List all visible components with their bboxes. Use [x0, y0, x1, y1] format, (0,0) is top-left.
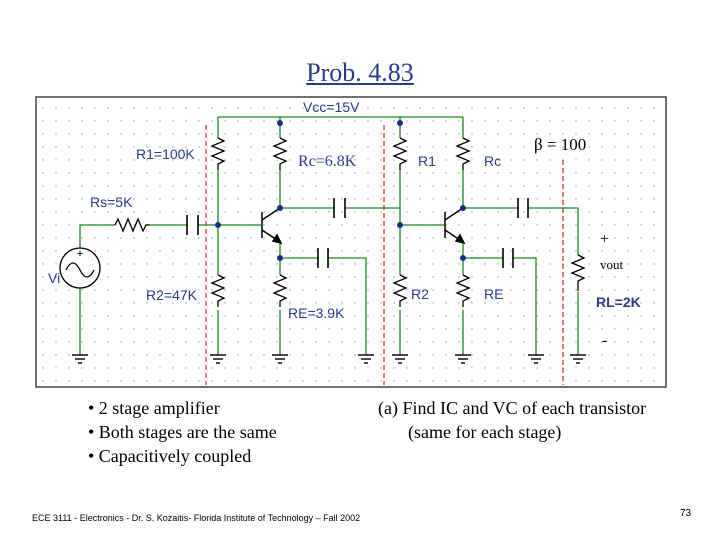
slide-title: Prob. 4.83	[306, 58, 414, 87]
transistor-q1	[261, 207, 283, 245]
ac-source	[59, 247, 101, 289]
vcc-label: Vcc=15V	[303, 99, 360, 115]
re-stage1-label: RE=3.9K	[288, 305, 345, 321]
bullet-list: • 2 stage amplifier • Both stages are th…	[88, 396, 277, 468]
task-line-1: (a) Find IC and VC of each transistor	[378, 398, 647, 418]
bullet-item: • Capacitively coupled	[88, 446, 252, 466]
r2-stage2-label: R2	[411, 286, 429, 302]
task-statement: (a) Find IC and VC of each transistor (s…	[378, 396, 646, 444]
r1-stage2-label: R1	[418, 153, 436, 169]
vi-label: Vi	[48, 270, 60, 286]
transistor-q2	[444, 207, 466, 245]
node-dots	[215, 120, 466, 261]
wires	[79, 116, 579, 355]
vout-label: vout	[600, 257, 624, 272]
r1-stage1-label: R1=100K	[136, 146, 195, 162]
rl-label: RL=2K	[596, 294, 641, 310]
r2-stage1-label: R2=47K	[146, 287, 198, 303]
capacitors	[186, 198, 529, 268]
footer-text: ECE 3111 - Electronics - Dr. S. Kozaitis…	[32, 513, 361, 523]
beta-label: β = 100	[534, 135, 586, 154]
bullet-item: • 2 stage amplifier	[88, 398, 220, 418]
plus-label: +	[600, 231, 609, 248]
re-stage2-label: RE	[484, 286, 503, 302]
circuit-labels: Vcc=15V R1=100K Rc=6.8K R1 Rc β = 100 Rs…	[48, 99, 641, 349]
task-line-2: (same for each stage)	[408, 422, 562, 442]
ground-symbols	[72, 354, 586, 364]
resistors	[114, 137, 586, 307]
minus-label: -	[602, 332, 607, 349]
rs-label: Rs=5K	[90, 194, 133, 210]
page-number: 73	[680, 508, 692, 519]
stage-dividers	[205, 125, 564, 385]
schematic-frame	[35, 96, 667, 388]
rc-stage1-label: Rc=6.8K	[298, 153, 357, 170]
rc-stage2-label: Rc	[484, 153, 501, 169]
bullet-item: • Both stages are the same	[88, 422, 277, 442]
